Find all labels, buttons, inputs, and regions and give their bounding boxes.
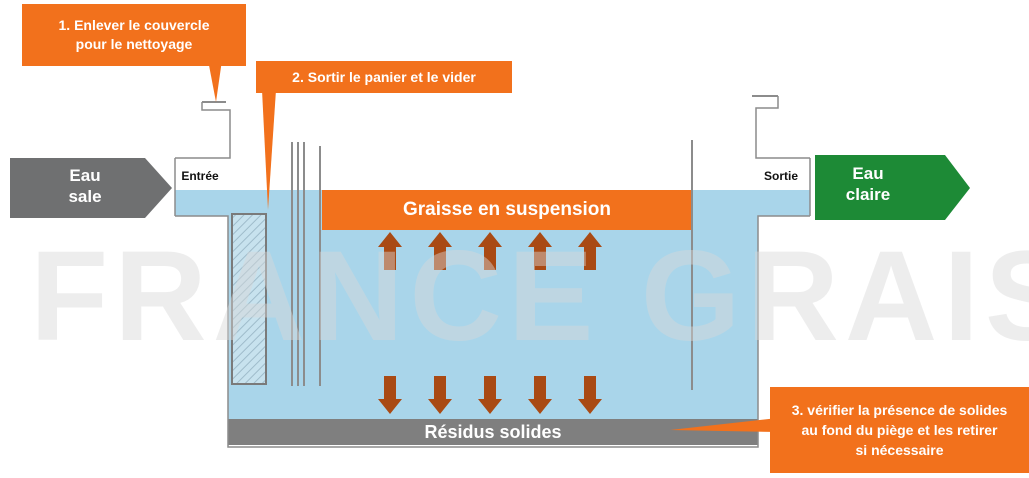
- down-arrow: [378, 376, 402, 414]
- dirty-water-arrow: [10, 158, 172, 218]
- solids-layer-label: Résidus solides: [424, 422, 562, 442]
- step3-line1: 3. vérifier la présence de solides: [791, 402, 1008, 418]
- up-arrow: [478, 232, 502, 270]
- inlet-pipe-top: [175, 102, 231, 159]
- step3-line2: au fond du piège et les retirer: [801, 422, 998, 438]
- grease-layer-label: Graisse en suspension: [402, 199, 612, 220]
- outlet-label: Sortie: [763, 169, 798, 183]
- down-arrow: [428, 376, 452, 414]
- down-arrow: [478, 376, 502, 414]
- clean-water-line2: claire: [845, 185, 891, 204]
- step3-callout: 3. vérifier la présence de solides au fo…: [770, 387, 1029, 473]
- down-arrow: [578, 376, 602, 414]
- up-arrow: [428, 232, 452, 270]
- outlet-pipe-top: [755, 96, 810, 159]
- callout1-pointer: [208, 60, 222, 102]
- water-inlet-channel: [175, 190, 230, 216]
- grease-rising-arrows: [378, 232, 602, 270]
- up-arrow: [528, 232, 552, 270]
- callout2-pointer: [262, 90, 276, 210]
- dirty-water-line1: Eau: [69, 166, 101, 185]
- clean-water-arrow: [815, 155, 970, 220]
- step1-line2: pour le nettoyage: [75, 36, 193, 52]
- watermark-text: FRANCE GRAISSE: [30, 225, 1029, 368]
- dirty-water-line2: sale: [68, 187, 102, 206]
- down-arrow: [528, 376, 552, 414]
- dirty-water-label: Eau sale: [40, 165, 130, 207]
- clean-water-label: Eau claire: [818, 163, 918, 205]
- step3-line3: si nécessaire: [855, 442, 944, 458]
- up-arrow: [578, 232, 602, 270]
- solids-settling-arrows: [378, 376, 602, 414]
- up-arrow: [378, 232, 402, 270]
- inlet-label: Entrée: [181, 169, 219, 183]
- water-outlet-channel: [756, 190, 810, 216]
- step2-callout: 2. Sortir le panier et le vider: [256, 61, 512, 93]
- tank-wall-outline: [175, 215, 810, 448]
- callout3-pointer: [670, 418, 778, 432]
- grease-layer: [322, 190, 692, 230]
- basket: [231, 213, 267, 385]
- solids-layer: [228, 419, 758, 445]
- clean-water-line1: Eau: [852, 164, 884, 183]
- step1-callout: 1. Enlever le couvercle pour le nettoyag…: [22, 4, 246, 66]
- step1-line1: 1. Enlever le couvercle: [58, 17, 210, 33]
